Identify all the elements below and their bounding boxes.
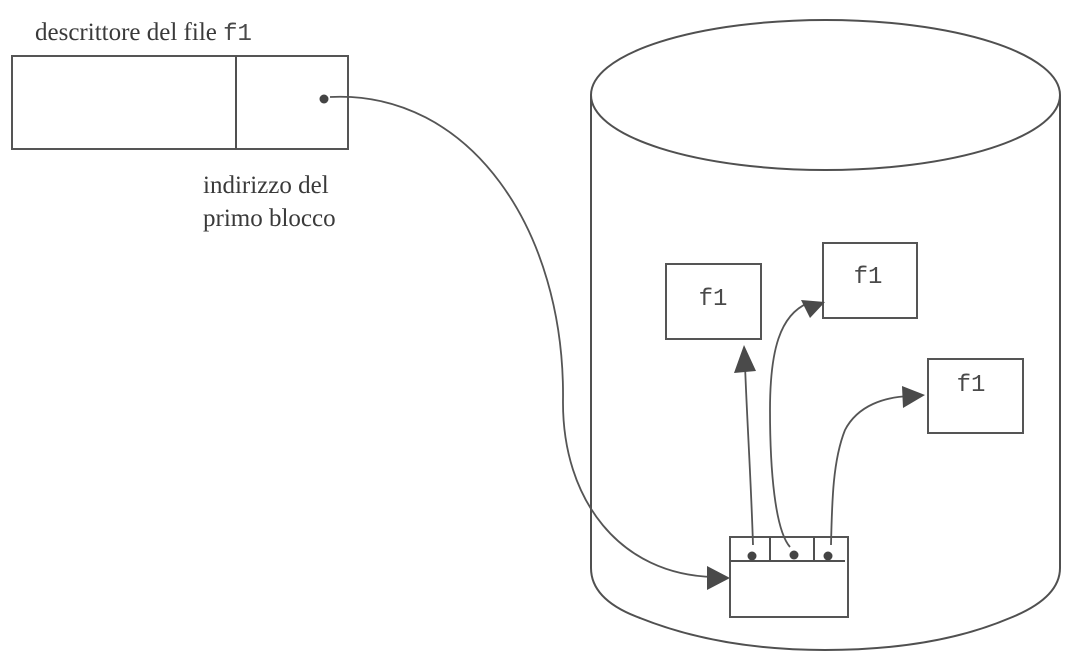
- disk-cylinder: [590, 19, 1061, 652]
- index-block: [729, 536, 849, 618]
- data-block-label: f1: [957, 372, 986, 399]
- index-pointer-dot: [823, 551, 833, 561]
- index-pointer-arrow: [744, 364, 754, 546]
- index-pointer-dot: [789, 550, 799, 560]
- data-block-label: f1: [699, 286, 728, 313]
- descriptor-box: [11, 55, 349, 150]
- index-block-box: [729, 536, 849, 618]
- first-block-pointer-arrow: [329, 96, 715, 578]
- index-pointer-arrow: [769, 302, 809, 548]
- data-block: f1: [665, 263, 762, 340]
- descriptor-title-text: descrittore del file: [35, 19, 223, 46]
- descriptor-title: descrittore del file f1: [35, 19, 252, 48]
- arrowhead-icon: [707, 566, 730, 590]
- index-pointer-arrow: [830, 395, 911, 546]
- data-block: f1: [822, 242, 918, 319]
- data-block-box: [822, 242, 918, 319]
- index-pointer-dot: [747, 551, 757, 561]
- disk-body: [590, 95, 1061, 652]
- data-block-box: [927, 358, 1024, 434]
- arrowhead-icon: [734, 345, 756, 373]
- descriptor-title-filename: f1: [223, 21, 252, 48]
- first-block-pointer-dot: [319, 94, 329, 104]
- data-block-label: f1: [854, 264, 883, 291]
- disk-top: [590, 19, 1061, 171]
- pointer-label-line2: primo blocco: [203, 205, 336, 232]
- data-block-box: [665, 263, 762, 340]
- data-block: f1: [927, 358, 1024, 434]
- file-descriptor: [11, 55, 349, 150]
- arrowhead-icon: [902, 386, 925, 408]
- pointer-label-line1: indirizzo del: [203, 172, 329, 199]
- arrowhead-icon: [801, 300, 825, 318]
